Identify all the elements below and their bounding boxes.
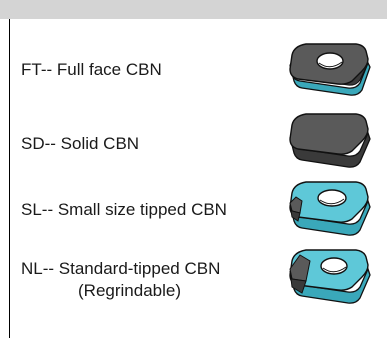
insert-label-sl: SL-- Small size tipped CBN <box>21 200 227 219</box>
insert-label-nl-line2: (Regrindable) <box>78 281 181 300</box>
small-tipped-cbn-insert-icon <box>286 179 374 245</box>
solid-cbn-insert-icon <box>286 111 374 177</box>
insert-label-nl: NL-- Standard-tipped CBN <box>21 259 221 278</box>
full-face-cbn-insert-icon <box>286 41 374 103</box>
insert-label-ft: FT-- Full face CBN <box>21 60 162 79</box>
header-bar <box>0 0 387 19</box>
standard-tipped-cbn-insert-icon <box>286 247 374 313</box>
insert-list-panel: FT-- Full face CBN SD-- Solid CBN <box>9 19 387 338</box>
insert-label-sd: SD-- Solid CBN <box>21 134 140 153</box>
